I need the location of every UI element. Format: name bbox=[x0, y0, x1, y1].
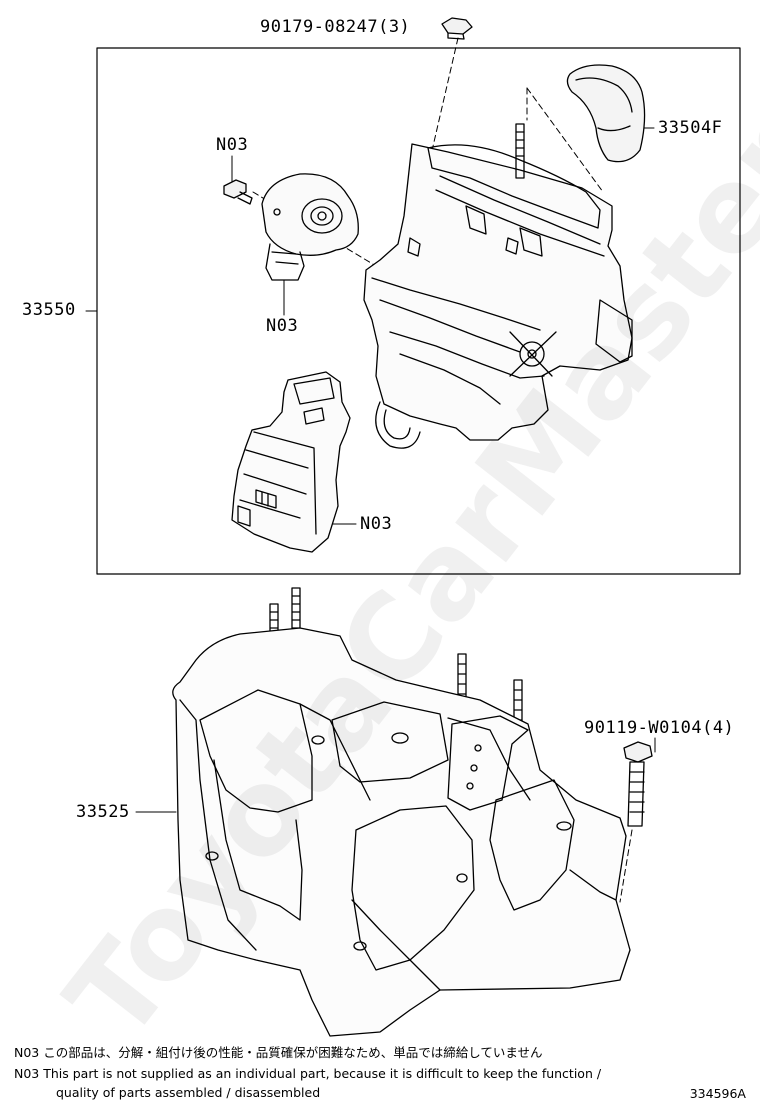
shift-knob-icon bbox=[566, 64, 646, 163]
screw-icon bbox=[223, 179, 253, 205]
bracket-bolt-icon bbox=[623, 741, 653, 827]
note-en-line1: N03 This part is not supplied as an indi… bbox=[14, 1066, 602, 1081]
label-bolt-top: 90179-08247(3) bbox=[260, 17, 411, 37]
shifter-assembly-icon bbox=[363, 123, 633, 449]
bracket-icon bbox=[172, 587, 631, 1037]
label-bracket: 33525 bbox=[76, 802, 130, 822]
note-jp: N03 この部品は、分解・組付け後の性能・品質確保が困難なため、単品では締給して… bbox=[14, 1045, 543, 1060]
connector-module-icon bbox=[231, 371, 351, 553]
label-knob: 33504F bbox=[658, 118, 723, 138]
bolt-top-icon bbox=[441, 17, 473, 40]
label-module-n03: N03 bbox=[360, 514, 393, 534]
catalog-number: 334596A bbox=[689, 1086, 746, 1101]
position-sensor-icon bbox=[261, 173, 359, 281]
label-bracket-bolt: 90119-W0104(4) bbox=[584, 718, 735, 738]
label-screw-n03: N03 bbox=[216, 135, 249, 155]
label-sensor-n03: N03 bbox=[266, 316, 299, 336]
note-en-line2: quality of parts assembled / disassemble… bbox=[56, 1085, 321, 1100]
label-assembly: 33550 bbox=[22, 300, 76, 320]
